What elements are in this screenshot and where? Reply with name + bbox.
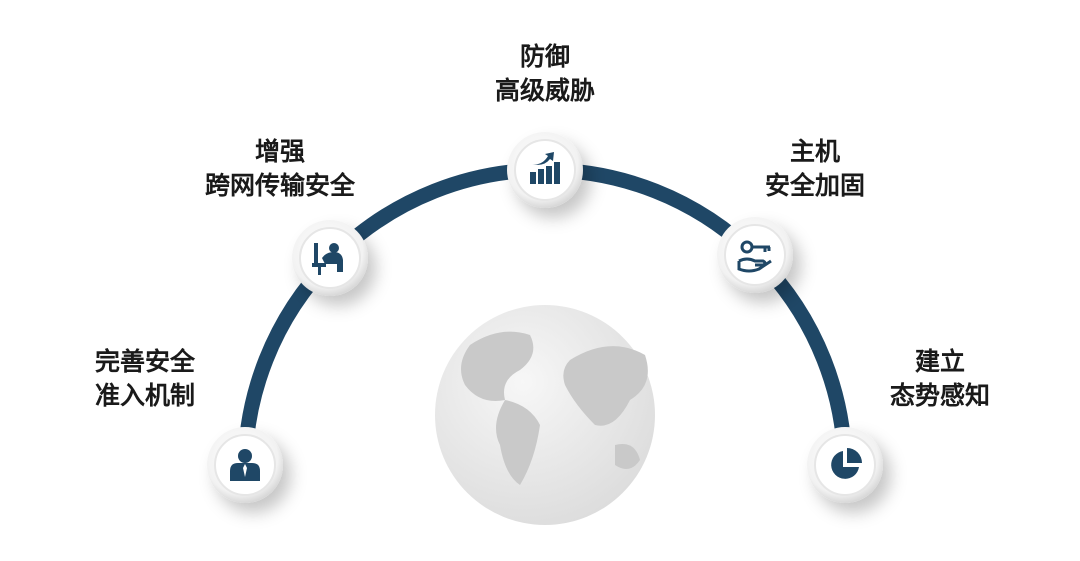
label-line: 高级威胁 [494,76,596,105]
user-icon [230,449,260,481]
node-label-apt: 防御高级威胁 [495,40,595,108]
node-host [717,217,793,293]
label-line: 防御 [519,42,571,71]
node-label-transport: 增强跨网传输安全 [205,135,355,203]
label-line: 完善安全 [94,347,196,376]
node-apt [507,132,583,208]
node-label-awareness: 建立态势感知 [890,345,990,413]
label-line: 安全加固 [764,171,866,200]
label-line: 跨网传输安全 [204,171,356,200]
node-label-host: 主机安全加固 [765,135,865,203]
node-access [207,427,283,503]
label-line: 建立 [914,347,966,376]
growth-chart-icon [530,152,560,184]
pie-chart-icon [831,448,862,479]
key-hand-icon [737,240,772,273]
worker-desk-icon [312,243,343,275]
globe [435,305,655,525]
label-line: 态势感知 [889,381,991,410]
label-line: 主机 [789,137,841,166]
node-label-access: 完善安全准入机制 [95,345,195,413]
label-line: 准入机制 [94,381,196,410]
node-awareness [807,427,883,503]
node-transport [292,220,368,296]
label-line: 增强 [254,137,306,166]
